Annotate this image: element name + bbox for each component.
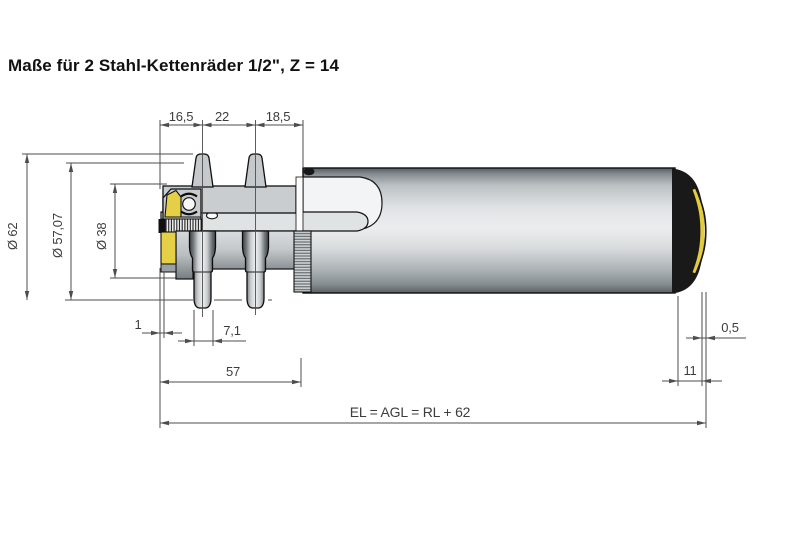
hub-tube-gap (295, 176, 304, 232)
roller-body (65, 153, 707, 309)
sprocket-centerlines (202, 120, 256, 317)
drawing-title: Maße für 2 Stahl-Kettenräder 1/2", Z = 1… (8, 56, 339, 75)
bearing-seal-yellow-wedge (164, 189, 182, 218)
yellow-bearing-cap (160, 231, 177, 265)
end-cap-rim (694, 187, 707, 275)
dim-sprocket-spacing: 22 (215, 109, 229, 124)
pitch-extension-lines (65, 277, 272, 301)
dim-hub-to-tube: 18,5 (266, 109, 291, 124)
dim-tooth-width: 7,1 (223, 323, 240, 338)
weld-dot (303, 167, 315, 176)
end-cap-yellow-ring (692, 188, 705, 274)
dim-bearing-overhang: 11 (683, 363, 696, 378)
bearing-cap-foot (160, 263, 177, 273)
dim-clearance: 1 (134, 317, 141, 332)
dim-length-formula: EL = AGL = RL + 62 (350, 404, 471, 420)
bearing-ball (182, 197, 196, 211)
dim-cap-protrusion: 0,5 (721, 320, 738, 335)
end-cap (672, 168, 705, 294)
dim-top-hub-width: 16,5 (169, 109, 194, 124)
knurl-band-section (161, 218, 203, 233)
dim-pitch-diameter: Ø 57,07 (50, 213, 65, 258)
dim-drive-head-length: 57 (226, 364, 240, 379)
dimension-lines (22, 120, 746, 428)
dim-outer-diameter: Ø 62 (5, 223, 20, 250)
dimension-arrows (24, 122, 715, 426)
dim-hub-diameter: Ø 38 (94, 223, 109, 250)
ribbed-adapter (293, 230, 312, 293)
end-seal-block (158, 219, 166, 233)
bearing-race-top (180, 192, 198, 198)
dimension-labels: 16,5 22 18,5 Ø 62 Ø 57,07 Ø 38 1 7,1 57 … (5, 109, 739, 420)
bearing-race-bottom (180, 210, 198, 216)
